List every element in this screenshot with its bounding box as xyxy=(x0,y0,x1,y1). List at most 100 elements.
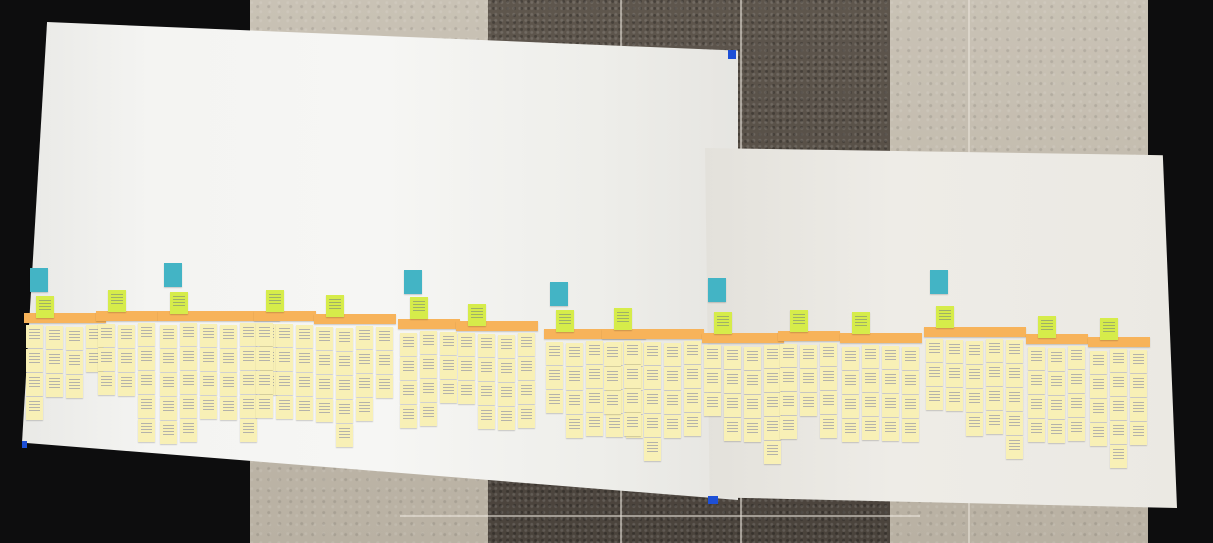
yellow-sticky-note xyxy=(240,395,257,418)
handwriting-lines xyxy=(747,423,758,433)
handwriting-lines xyxy=(647,370,658,380)
yellow-sticky-note xyxy=(1028,371,1045,394)
yellow-sticky-note xyxy=(46,374,63,397)
yellow-sticky-note xyxy=(1110,349,1127,372)
handwriting-lines xyxy=(969,345,980,355)
handwriting-lines xyxy=(1093,427,1104,437)
handwriting-lines xyxy=(569,395,580,405)
handwriting-lines xyxy=(259,351,270,361)
handwriting-lines xyxy=(163,353,174,363)
yellow-sticky-note xyxy=(1130,350,1147,373)
yellow-sticky-note xyxy=(624,341,641,364)
handwriting-lines xyxy=(521,385,532,395)
handwriting-lines xyxy=(403,409,414,419)
handwriting-lines xyxy=(989,367,1000,377)
yellow-sticky-note xyxy=(26,397,43,420)
yellow-sticky-note xyxy=(800,369,817,392)
handwriting-lines xyxy=(687,393,698,403)
handwriting-lines xyxy=(949,344,960,354)
handwriting-lines xyxy=(549,370,560,380)
yellow-sticky-note xyxy=(842,347,859,370)
yellow-sticky-note xyxy=(356,398,373,421)
yellow-sticky-note xyxy=(820,415,837,438)
blue-tape xyxy=(22,441,27,448)
yellow-sticky-note xyxy=(586,365,603,388)
handwriting-lines xyxy=(845,399,856,409)
yellow-sticky-note xyxy=(946,388,963,411)
handwriting-lines xyxy=(783,348,794,358)
yellow-sticky-note xyxy=(296,349,313,372)
yellow-sticky-note xyxy=(440,332,457,355)
handwriting-lines xyxy=(1031,399,1042,409)
handwriting-lines xyxy=(707,349,718,359)
yellow-sticky-note xyxy=(586,413,603,436)
yellow-sticky-note xyxy=(256,395,273,418)
handwriting-lines xyxy=(747,351,758,361)
handwriting-lines xyxy=(885,422,896,432)
handwriting-lines xyxy=(461,361,472,371)
handwriting-lines xyxy=(1031,351,1042,361)
yellow-sticky-note xyxy=(1090,375,1107,398)
yellow-sticky-note xyxy=(180,371,197,394)
handwriting-lines xyxy=(121,329,132,339)
handwriting-lines xyxy=(163,377,174,387)
handwriting-lines xyxy=(141,327,152,337)
handwriting-lines xyxy=(627,393,638,403)
yellow-sticky-note xyxy=(66,351,83,374)
yellow-sticky-note xyxy=(586,389,603,412)
handwriting-lines xyxy=(101,352,112,362)
handwriting-lines xyxy=(501,387,512,397)
yellow-sticky-note xyxy=(220,349,237,372)
handwriting-lines xyxy=(339,356,350,366)
yellow-sticky-note xyxy=(566,415,583,438)
yellow-sticky-note xyxy=(256,323,273,346)
yellow-sticky-note xyxy=(66,327,83,350)
green-theme-note xyxy=(1038,316,1056,338)
orange-category-note xyxy=(398,319,460,329)
teal-theme-note xyxy=(550,282,568,306)
yellow-sticky-note xyxy=(316,351,333,374)
green-theme-note xyxy=(468,304,486,326)
handwriting-lines xyxy=(803,397,814,407)
handwriting-lines xyxy=(1113,449,1124,459)
yellow-sticky-note xyxy=(1028,395,1045,418)
handwriting-lines xyxy=(667,419,678,429)
yellow-sticky-note xyxy=(356,350,373,373)
handwriting-lines xyxy=(259,375,270,385)
orange-category-note xyxy=(702,333,784,343)
yellow-sticky-note xyxy=(862,345,879,368)
yellow-sticky-note xyxy=(296,373,313,396)
yellow-sticky-note xyxy=(478,334,495,357)
handwriting-lines xyxy=(989,415,1000,425)
yellow-sticky-note xyxy=(664,415,681,438)
handwriting-lines xyxy=(461,337,472,347)
handwriting-lines xyxy=(747,399,758,409)
handwriting-lines xyxy=(569,347,580,357)
handwriting-lines xyxy=(481,410,492,420)
yellow-sticky-note xyxy=(780,416,797,439)
green-theme-note xyxy=(614,308,632,330)
yellow-sticky-note xyxy=(420,355,437,378)
yellow-sticky-note xyxy=(240,347,257,370)
handwriting-lines xyxy=(163,425,174,435)
handwriting-lines xyxy=(1093,379,1104,389)
yellow-sticky-note xyxy=(1006,388,1023,411)
yellow-sticky-note xyxy=(1068,370,1085,393)
yellow-sticky-note xyxy=(882,394,899,417)
handwriting-lines xyxy=(413,301,425,311)
yellow-sticky-note xyxy=(240,323,257,346)
yellow-sticky-note xyxy=(118,373,135,396)
yellow-sticky-note xyxy=(664,343,681,366)
handwriting-lines xyxy=(319,379,330,389)
handwriting-lines xyxy=(29,329,40,339)
green-theme-note xyxy=(714,312,732,334)
handwriting-lines xyxy=(905,375,916,385)
yellow-sticky-note xyxy=(1048,348,1065,371)
yellow-sticky-note xyxy=(440,356,457,379)
handwriting-lines xyxy=(1041,320,1053,330)
handwriting-lines xyxy=(111,294,123,304)
handwriting-lines xyxy=(647,346,658,356)
yellow-sticky-note xyxy=(98,324,115,347)
yellow-sticky-note xyxy=(276,372,293,395)
yellow-sticky-note xyxy=(220,325,237,348)
